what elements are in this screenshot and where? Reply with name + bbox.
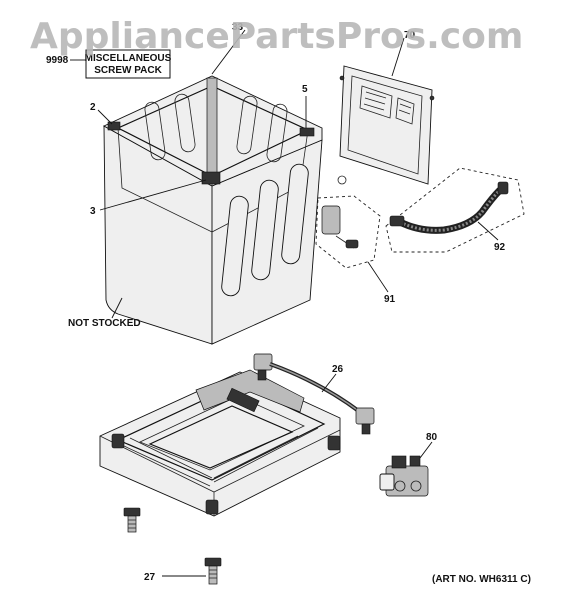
label-92: 92 — [494, 242, 506, 253]
base-frame-part — [99, 369, 341, 517]
misc-box-line2: SCREW PACK — [94, 65, 162, 76]
label-33: 33 — [232, 22, 244, 33]
drain-hose-part — [385, 167, 525, 253]
wire-harness-part — [253, 353, 375, 435]
label-2: 2 — [90, 102, 96, 113]
back-panel-part — [339, 65, 435, 185]
art-number: (ART NO. WH6311 C) — [432, 574, 531, 585]
misc-box-line1: MISCELLANEOUS — [85, 53, 172, 64]
leveling-leg-upper — [123, 507, 141, 533]
label-27: 27 — [144, 572, 156, 583]
watermark-text: AppliancePartsPros.com — [30, 16, 523, 57]
label-91: 91 — [384, 294, 396, 305]
cabinet-part — [103, 75, 323, 345]
label-80: 80 — [426, 432, 438, 443]
label-3: 3 — [90, 206, 96, 217]
label-9998: 9998 — [46, 55, 69, 66]
water-valve-part — [379, 455, 429, 497]
label-5: 5 — [302, 84, 308, 95]
leveling-leg-lower — [204, 557, 222, 585]
misc-screw-pack-box: MISCELLANEOUS SCREW PACK — [85, 49, 172, 79]
leader-lines — [70, 29, 499, 577]
label-not-stocked: NOT STOCKED — [68, 318, 141, 329]
drain-kit-part — [315, 175, 381, 269]
label-70: 70 — [404, 30, 416, 41]
label-26: 26 — [332, 364, 344, 375]
